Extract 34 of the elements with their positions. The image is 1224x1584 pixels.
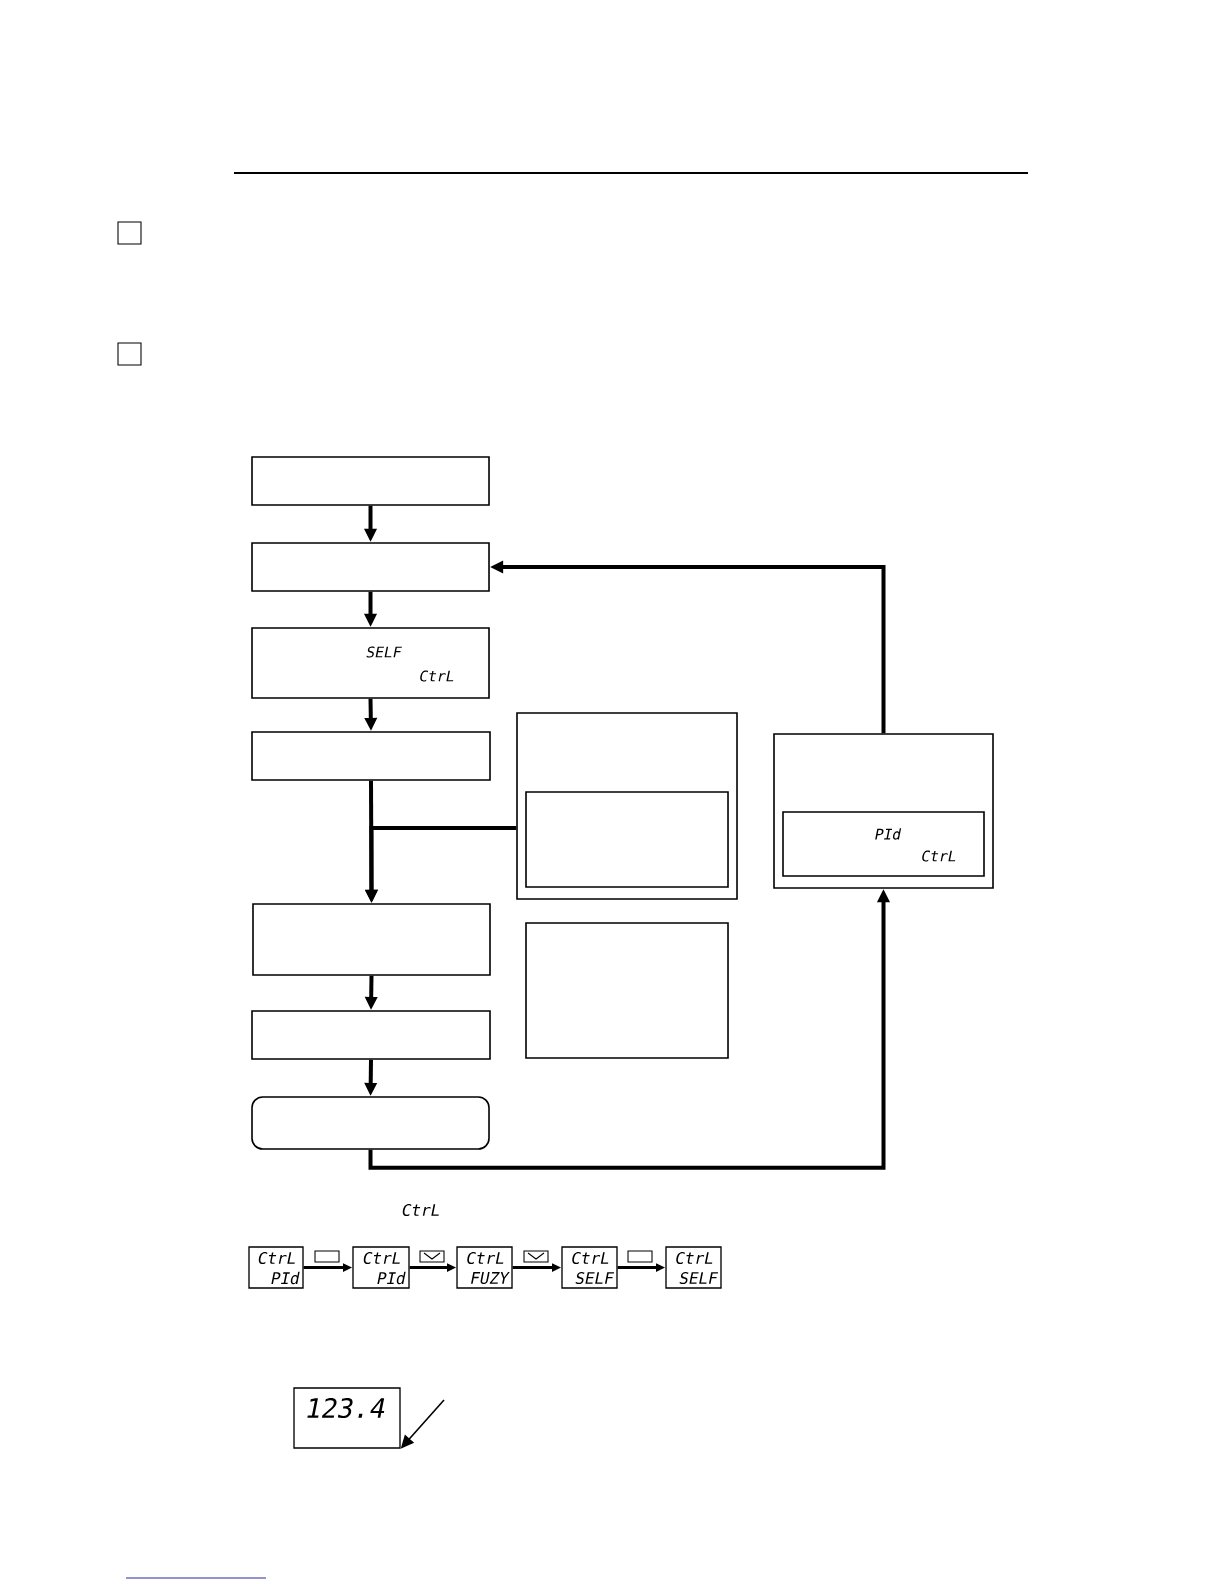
display-panel [665,1246,722,1289]
display-readout: CtrL [922,850,956,862]
note-box [516,712,738,900]
process-box [251,1010,491,1060]
display-panel [352,1246,410,1289]
process-box [251,731,491,781]
display-readout: PId [271,1271,300,1285]
display-readout: SELF [575,1271,615,1285]
display-panel [561,1246,618,1289]
display-readout: CtrL [402,1203,439,1217]
process-box [251,542,490,592]
inner-box [782,811,985,877]
inner-box [525,791,729,888]
display-readout: SELF [679,1271,719,1285]
display-readout: FUZY [471,1272,510,1284]
display-readout: CtrL [676,1251,713,1265]
display-readout: SELF [366,646,402,658]
display-panel [456,1246,513,1289]
note-box [773,733,994,889]
process-box [251,456,490,506]
display-readout: 123.4 [307,1397,385,1419]
display-panel [248,1246,304,1289]
display-panel [293,1387,401,1449]
display-readout: PId [875,828,902,840]
process-box [251,1096,490,1150]
display-readout: CtrL [363,1251,400,1265]
display-readout: CtrL [572,1251,609,1265]
process-box [525,922,729,1059]
display-readout: CtrL [258,1251,295,1265]
display-readout: PId [377,1271,406,1285]
display-readout: CtrL [467,1251,504,1265]
process-box [251,627,490,699]
display-readout: CtrL [420,670,454,682]
process-box [252,903,491,976]
